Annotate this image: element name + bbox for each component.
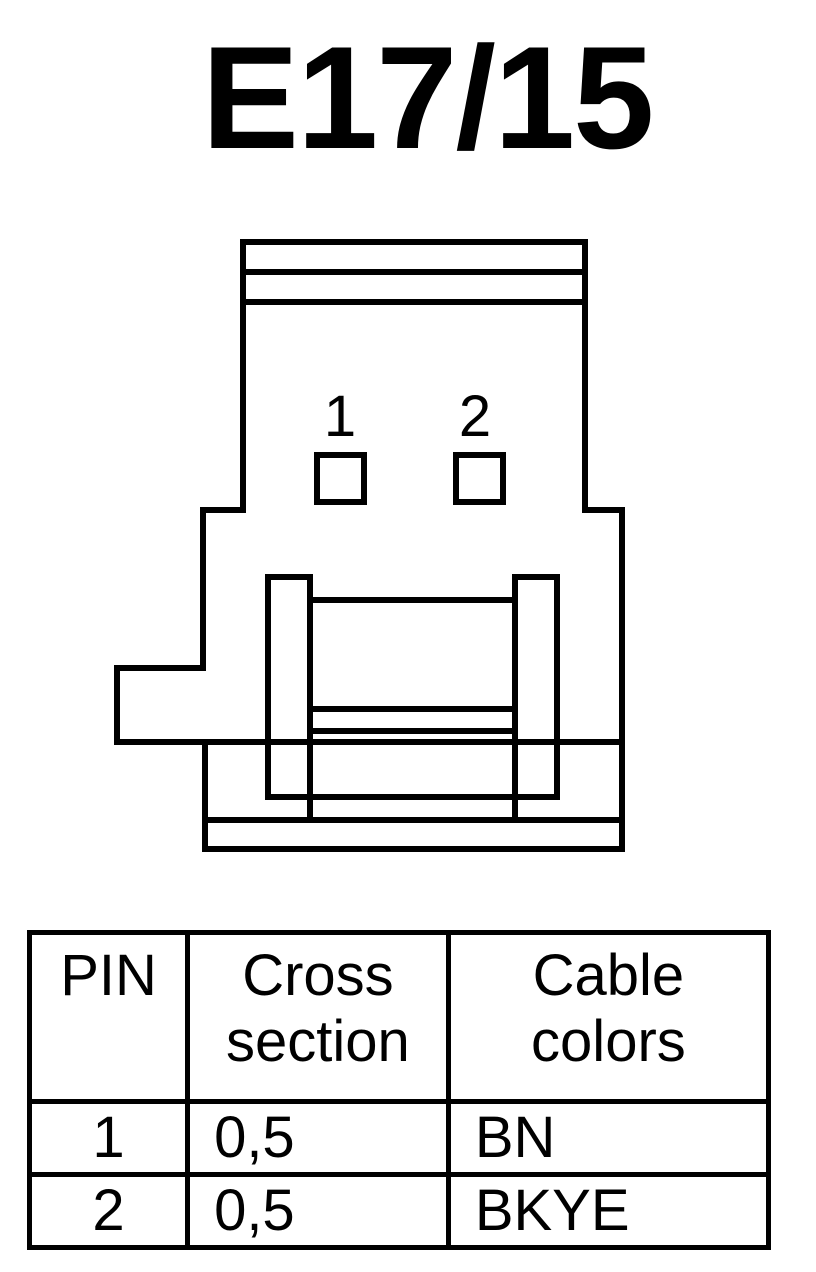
header-cross-section: Cross section <box>185 930 451 1104</box>
connector-title: E17/15 <box>201 16 655 179</box>
header-pin: PIN <box>26 930 191 1104</box>
pin-number: 1 <box>26 1099 191 1177</box>
table-header-row: PIN Cross section Cable colors <box>26 930 772 1104</box>
cross-section-value: 0,5 <box>185 1172 451 1250</box>
cable-color-value: BN <box>445 1099 772 1177</box>
table-row: 2 0,5 BKYE <box>26 1172 772 1250</box>
housing-outline <box>114 239 625 852</box>
cross-section-value: 0,5 <box>185 1099 451 1177</box>
pin-label-2: 2 <box>459 384 491 449</box>
cable-color-value: BKYE <box>445 1172 772 1250</box>
connector-drawing: 1 2 <box>114 239 625 852</box>
pin-label-1: 1 <box>324 384 356 449</box>
pin-number: 2 <box>26 1172 191 1250</box>
pin-table: PIN Cross section Cable colors 1 0,5 BN … <box>26 930 772 1250</box>
pin-cavity-1 <box>314 452 367 505</box>
latch-post-left <box>265 574 313 800</box>
latch-post-right <box>512 574 560 800</box>
pin-cavity-2 <box>453 452 506 505</box>
table-row: 1 0,5 BN <box>26 1099 772 1177</box>
header-cable-colors: Cable colors <box>445 930 772 1104</box>
